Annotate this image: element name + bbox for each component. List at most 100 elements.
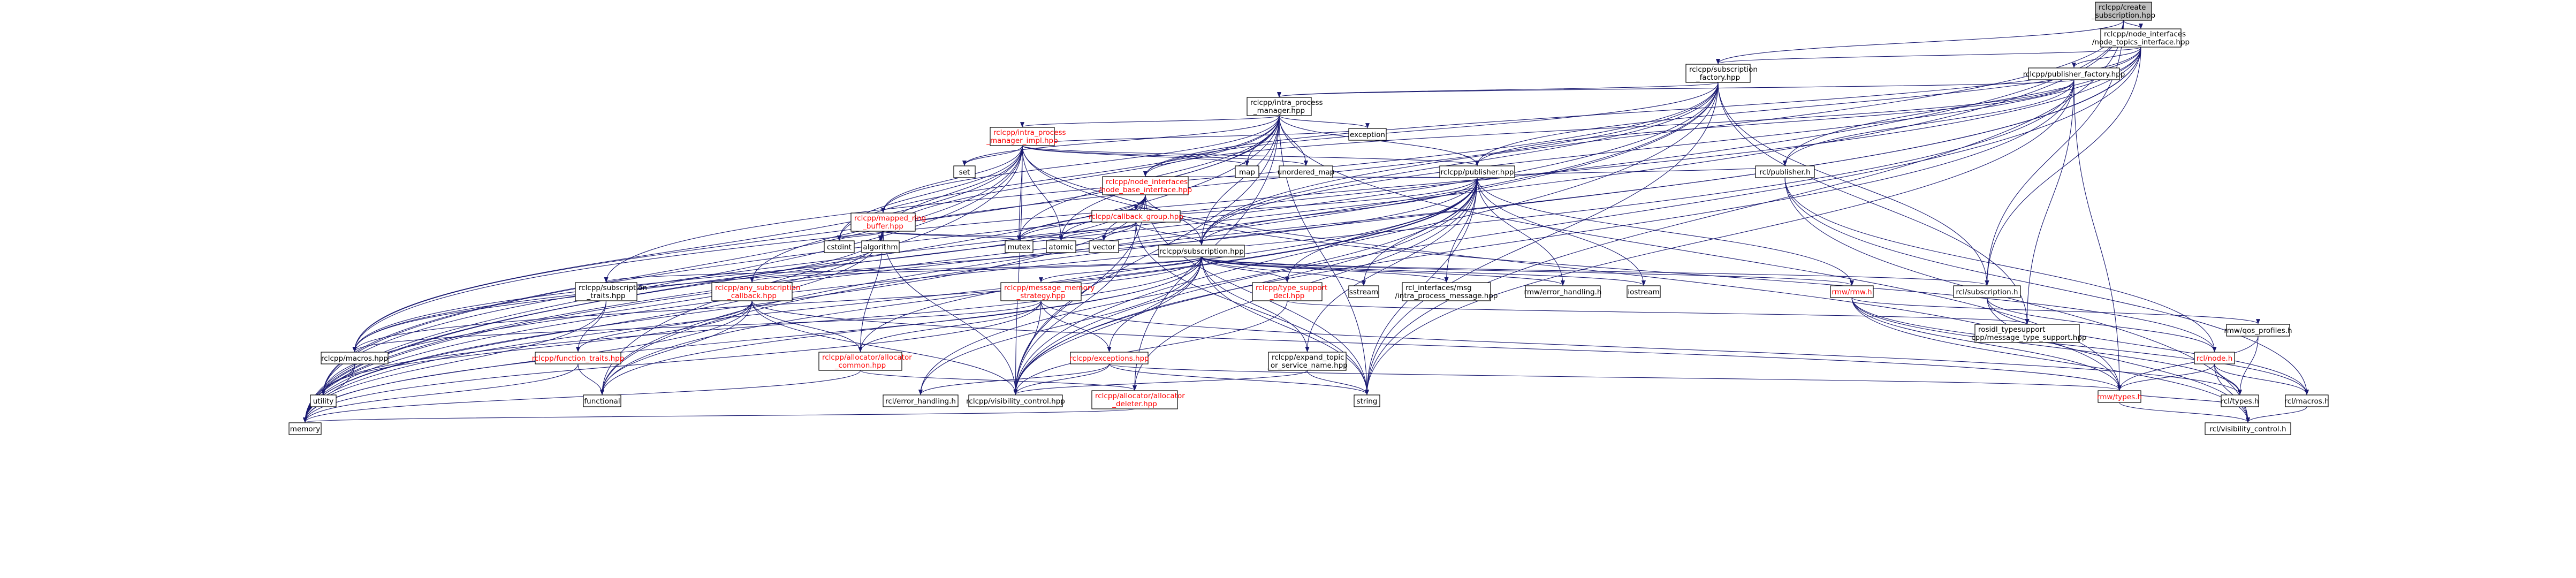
dependency-edge bbox=[1306, 370, 1369, 395]
node-label: iostream bbox=[1628, 288, 1659, 296]
dependency-edge bbox=[303, 177, 1478, 423]
dependency-edge-sub_traits-function_traits bbox=[576, 300, 607, 352]
node-allocator-common[interactable]: rclcpp/allocator/allocator_common.hpp bbox=[818, 352, 912, 371]
dependency-nodes: rclcpp/create_subscription.hpp rclcpp/no… bbox=[288, 2, 2329, 435]
node-publisher-hpp[interactable]: rclcpp/publisher.hpp bbox=[1439, 165, 1515, 178]
dependency-edge-msg_memory-macros bbox=[352, 300, 1042, 352]
node-rcl-subscription-h[interactable]: rcl/subscription.h bbox=[1953, 285, 2021, 298]
node-label: cstdint bbox=[827, 243, 852, 252]
node-rmw-types[interactable]: rmw/types.h bbox=[2097, 390, 2142, 403]
dependency-edge bbox=[858, 300, 1042, 352]
dependency-edge bbox=[883, 231, 1021, 241]
dependency-edge-root-rcl_subscription_h bbox=[1985, 20, 2124, 286]
node-label: rclcpp/intra_process bbox=[1250, 98, 1323, 107]
node-sstream: sstream bbox=[1348, 285, 1379, 298]
node-vector: vector bbox=[1089, 240, 1119, 253]
node-label: rosidl_typesupport bbox=[1978, 325, 2045, 334]
dependency-edge bbox=[1716, 20, 2124, 64]
dependency-edge bbox=[303, 231, 884, 423]
dependency-edge bbox=[2214, 363, 2250, 423]
node-macros[interactable]: rclcpp/macros.hpp bbox=[321, 352, 389, 364]
dependency-edge-mapped_ring-visibility bbox=[883, 231, 1018, 395]
node-mapped-ring-buffer[interactable]: rclcpp/mapped_ring_buffer.hpp bbox=[850, 212, 926, 232]
dependency-edge-msg_memory-rcl_types bbox=[1040, 300, 2242, 395]
dependency-edge bbox=[881, 145, 1023, 213]
dependency-edge-rcl_publisher_h-rcl_macros bbox=[1784, 177, 2309, 395]
node-node-base-interface[interactable]: rclcpp/node_interfaces/node_base_interfa… bbox=[1099, 176, 1192, 195]
dependency-edge bbox=[2214, 363, 2242, 395]
dependency-edge bbox=[751, 300, 2122, 391]
dependency-edge bbox=[918, 256, 1202, 395]
node-rcl-visibility-control[interactable]: rcl/visibility_control.h bbox=[2205, 422, 2291, 435]
node-rmw-error-handling[interactable]: rmw/error_handling.h bbox=[1524, 285, 1602, 298]
node-intra-process-message[interactable]: rcl_interfaces/msg/intra_process_message… bbox=[1395, 282, 1498, 301]
dependency-edge bbox=[1201, 256, 1449, 283]
dependency-edge-rmw_rmw-rcl_visibility bbox=[1851, 297, 2250, 423]
node-rcl-error-handling[interactable]: rcl/error_handling.h bbox=[883, 394, 959, 407]
dependency-edge-any_sub_cb-utility bbox=[321, 300, 753, 395]
dependency-edge-subscription_hpp-any_sub_cb bbox=[750, 256, 1202, 283]
node-visibility-control[interactable]: rclcpp/visibility_control.hpp bbox=[966, 394, 1065, 407]
node-allocator-deleter[interactable]: rclcpp/allocator/allocator_deleter.hpp bbox=[1091, 390, 1185, 409]
dependency-edge bbox=[1362, 177, 1478, 286]
dependency-edge bbox=[837, 145, 1023, 241]
node-label: rclcpp/callback_group.hpp bbox=[1089, 212, 1183, 221]
node-label: _common.hpp bbox=[834, 361, 886, 370]
dependency-edge-expand_topic-visibility bbox=[1013, 370, 1308, 395]
dependency-edge-alloc_deleter-memory bbox=[303, 408, 1135, 423]
dependency-edge-any_sub_cb-rmw_types bbox=[751, 300, 2122, 391]
node-label: rclcpp/publisher.hpp bbox=[1441, 168, 1514, 177]
dependency-edge-ipm_impl-utility bbox=[321, 145, 1023, 395]
node-label: rmw/error_handling.h bbox=[1524, 288, 1602, 296]
dependency-edge-sub_factory-string bbox=[1365, 82, 1719, 395]
node-subscription-factory[interactable]: rclcpp/subscription_factory.hpp bbox=[1685, 64, 1758, 83]
node-subscription-traits[interactable]: rclcpp/subscription_traits.hpp bbox=[575, 282, 647, 301]
dependency-edge-rmw_rmw-rmw_types bbox=[1851, 297, 2122, 391]
dependency-edge bbox=[2117, 363, 2215, 391]
dependency-edge bbox=[1135, 222, 1369, 395]
dependency-edge bbox=[576, 300, 753, 352]
dependency-edge bbox=[1201, 256, 1369, 395]
node-rmw-rmw[interactable]: rmw/rmw.h bbox=[1830, 285, 1874, 298]
node-intra-process-manager-impl[interactable]: rclcpp/intra_process_manager_impl.hpp bbox=[986, 127, 1066, 146]
node-function-traits[interactable]: rclcpp/function_traits.hpp bbox=[532, 352, 625, 364]
dependency-edge-exceptions-string bbox=[1108, 363, 1369, 395]
node-rcl-macros[interactable]: rcl/macros.h bbox=[2284, 394, 2329, 407]
node-label: _callback.hpp bbox=[727, 292, 777, 300]
node-publisher-factory[interactable]: rclcpp/publisher_factory.hpp bbox=[2023, 67, 2125, 80]
dependency-edge-ipm_impl-atomic bbox=[1022, 145, 1063, 241]
node-rmw-qos-profiles[interactable]: rmw/qos_profiles.h bbox=[2224, 324, 2292, 337]
dependency-edge bbox=[303, 145, 1023, 423]
dependency-edge bbox=[303, 363, 579, 423]
dependency-edge-ipm_impl-functional bbox=[600, 145, 1023, 395]
dependency-edge bbox=[1013, 363, 1110, 395]
node-any-subscription-callback[interactable]: rclcpp/any_subscription_callback.hpp bbox=[711, 282, 800, 301]
node-utility: utility bbox=[310, 394, 337, 407]
dependency-edge bbox=[1201, 256, 1989, 286]
node-callback-group[interactable]: rclcpp/callback_group.hpp bbox=[1089, 210, 1183, 223]
dependency-edge-ipm-publisher_hpp bbox=[1279, 115, 1479, 166]
dependency-edge bbox=[751, 300, 863, 352]
node-rcl-publisher-h[interactable]: rcl/publisher.h bbox=[1755, 165, 1815, 178]
node-subscription-hpp[interactable]: rclcpp/subscription.hpp bbox=[1158, 245, 1245, 257]
node-intra-process-manager[interactable]: rclcpp/intra_process_manager.hpp bbox=[1247, 97, 1323, 116]
dependency-edge bbox=[600, 300, 753, 395]
node-node-topics-interface[interactable]: rclcpp/node_interfaces/node_topics_inter… bbox=[2092, 28, 2190, 48]
dependency-edge-mapped_ring-cstdint bbox=[837, 231, 884, 241]
dependency-edge-function_traits-functional bbox=[577, 363, 604, 395]
node-rcl-node[interactable]: rcl/node.h bbox=[2194, 352, 2235, 364]
node-expand-topic-or-service-name[interactable]: rclcpp/expand_topic_or_service_name.hpp bbox=[1266, 352, 1348, 371]
dependency-edge bbox=[1013, 145, 1023, 395]
dependency-edge bbox=[1013, 82, 1719, 395]
node-rcl-types[interactable]: rcl/types.h bbox=[2221, 394, 2259, 407]
dependency-edge-exceptions-visibility bbox=[1013, 363, 1110, 395]
dependency-edge bbox=[1199, 177, 1478, 245]
node-message-memory-strategy[interactable]: rclcpp/message_memory_strategy.hpp bbox=[1000, 282, 1095, 301]
node-type-support-decl[interactable]: rclcpp/type_support_decl.hpp bbox=[1252, 282, 1327, 301]
node-string: string bbox=[1354, 394, 1380, 407]
node-label: rclcpp/node_interfaces bbox=[1106, 178, 1188, 186]
dependency-edge-subscription_hpp-string bbox=[1201, 256, 1369, 395]
dependency-edge bbox=[303, 408, 1135, 423]
node-exceptions[interactable]: rclcpp/exceptions.hpp bbox=[1069, 352, 1149, 364]
dependency-edge bbox=[1784, 177, 2250, 423]
